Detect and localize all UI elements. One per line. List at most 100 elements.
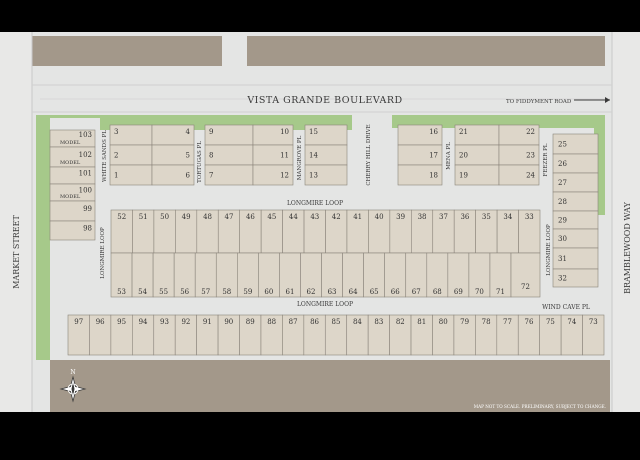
lot-61[interactable]: 61 bbox=[279, 252, 301, 298]
lot-41[interactable]: 41 bbox=[346, 209, 369, 254]
lot-18[interactable]: 18 bbox=[397, 164, 443, 186]
lot-66[interactable]: 66 bbox=[384, 252, 407, 298]
lot-79[interactable]: 79 bbox=[453, 314, 476, 356]
lot-90[interactable]: 90 bbox=[217, 314, 240, 356]
lot-77[interactable]: 77 bbox=[496, 314, 519, 356]
lot-76[interactable]: 76 bbox=[517, 314, 540, 356]
lot-67[interactable]: 67 bbox=[405, 252, 428, 298]
lot-59[interactable]: 59 bbox=[237, 252, 259, 298]
lot-93[interactable]: 93 bbox=[153, 314, 176, 356]
lot-72[interactable]: 72 bbox=[510, 252, 541, 298]
lot-27[interactable]: 27 bbox=[552, 172, 599, 193]
lot-73[interactable]: 73 bbox=[582, 314, 605, 356]
lot-12[interactable]: 12 bbox=[252, 164, 294, 186]
lot-43[interactable]: 43 bbox=[303, 209, 326, 254]
lot-49[interactable]: 49 bbox=[175, 209, 198, 254]
lot-56[interactable]: 56 bbox=[173, 252, 196, 298]
lot-74[interactable]: 74 bbox=[560, 314, 583, 356]
lot-10[interactable]: 10 bbox=[252, 124, 294, 146]
lot-40[interactable]: 40 bbox=[368, 209, 391, 254]
lot-86[interactable]: 86 bbox=[303, 314, 326, 356]
lot-58[interactable]: 58 bbox=[215, 252, 238, 298]
lot-39[interactable]: 39 bbox=[389, 209, 412, 254]
lot-30[interactable]: 30 bbox=[552, 228, 599, 249]
lot-48[interactable]: 48 bbox=[196, 209, 219, 254]
lot-34[interactable]: 34 bbox=[496, 209, 519, 254]
lot-84[interactable]: 84 bbox=[346, 314, 369, 356]
lot-78[interactable]: 78 bbox=[475, 314, 498, 356]
lot-21[interactable]: 21 bbox=[454, 124, 500, 146]
lot-94[interactable]: 94 bbox=[132, 314, 155, 356]
lot-14[interactable]: 14 bbox=[304, 144, 348, 166]
lot-28[interactable]: 28 bbox=[552, 191, 599, 212]
lot-9[interactable]: 9 bbox=[204, 124, 254, 146]
lot-1[interactable]: 1 bbox=[109, 164, 153, 186]
lot-19[interactable]: 19 bbox=[454, 164, 500, 186]
lot-57[interactable]: 57 bbox=[194, 252, 217, 298]
lot-95[interactable]: 95 bbox=[110, 314, 133, 356]
lot-71[interactable]: 71 bbox=[489, 252, 512, 298]
lot-23[interactable]: 23 bbox=[498, 144, 540, 166]
lot-83[interactable]: 83 bbox=[367, 314, 390, 356]
lot-50[interactable]: 50 bbox=[153, 209, 176, 254]
lot-70[interactable]: 70 bbox=[468, 252, 491, 298]
lot-47[interactable]: 47 bbox=[217, 209, 241, 254]
lot-29[interactable]: 29 bbox=[552, 210, 599, 230]
lot-89[interactable]: 89 bbox=[239, 314, 262, 356]
lot-52[interactable]: 52 bbox=[110, 209, 133, 254]
lot-91[interactable]: 91 bbox=[196, 314, 219, 356]
lot-81[interactable]: 81 bbox=[410, 314, 433, 356]
lot-32[interactable]: 32 bbox=[552, 268, 599, 288]
lot-60[interactable]: 60 bbox=[258, 252, 280, 298]
lot-35[interactable]: 35 bbox=[475, 209, 498, 254]
lot-5[interactable]: 5 bbox=[151, 144, 195, 166]
lot-20[interactable]: 20 bbox=[454, 144, 500, 166]
lot-54[interactable]: 54 bbox=[131, 252, 154, 298]
lot-51[interactable]: 51 bbox=[132, 209, 155, 254]
lot-82[interactable]: 82 bbox=[389, 314, 412, 356]
lot-68[interactable]: 68 bbox=[426, 252, 449, 298]
lot-92[interactable]: 92 bbox=[174, 314, 197, 356]
lot-55[interactable]: 55 bbox=[152, 252, 175, 298]
lot-80[interactable]: 80 bbox=[432, 314, 455, 356]
lot-2[interactable]: 2 bbox=[109, 144, 153, 166]
lot-69[interactable]: 69 bbox=[447, 252, 470, 298]
lot-97[interactable]: 97 bbox=[67, 314, 90, 356]
lot-31[interactable]: 31 bbox=[552, 247, 599, 270]
lot-44[interactable]: 44 bbox=[282, 209, 305, 254]
lot-4[interactable]: 4 bbox=[151, 124, 195, 146]
lot-101[interactable]: 101 bbox=[49, 166, 96, 185]
lot-88[interactable]: 88 bbox=[260, 314, 283, 356]
lot-8[interactable]: 8 bbox=[204, 144, 254, 166]
lot-24[interactable]: 24 bbox=[498, 164, 540, 186]
lot-37[interactable]: 37 bbox=[432, 209, 455, 254]
lot-15[interactable]: 15 bbox=[304, 124, 348, 146]
lot-16[interactable]: 16 bbox=[397, 124, 443, 146]
lot-6[interactable]: 6 bbox=[151, 164, 195, 186]
lot-45[interactable]: 45 bbox=[260, 209, 283, 254]
lot-75[interactable]: 75 bbox=[539, 314, 562, 356]
lot-53[interactable]: 53 bbox=[110, 252, 133, 298]
lot-98[interactable]: 98 bbox=[49, 220, 96, 241]
lot-96[interactable]: 96 bbox=[89, 314, 112, 356]
lot-99[interactable]: 99 bbox=[49, 200, 96, 222]
lot-11[interactable]: 11 bbox=[252, 144, 294, 166]
lot-26[interactable]: 26 bbox=[552, 153, 599, 174]
lot-87[interactable]: 87 bbox=[282, 314, 305, 356]
lot-25[interactable]: 25 bbox=[552, 133, 599, 155]
lot-64[interactable]: 64 bbox=[342, 252, 364, 298]
lot-33[interactable]: 33 bbox=[518, 209, 541, 254]
lot-17[interactable]: 17 bbox=[397, 144, 443, 166]
lot-38[interactable]: 38 bbox=[410, 209, 434, 254]
lot-22[interactable]: 22 bbox=[498, 124, 540, 146]
lot-7[interactable]: 7 bbox=[204, 164, 254, 186]
lot-13[interactable]: 13 bbox=[304, 164, 348, 186]
lot-46[interactable]: 46 bbox=[239, 209, 262, 254]
lot-3[interactable]: 3 bbox=[109, 124, 153, 146]
lot-42[interactable]: 42 bbox=[325, 209, 348, 254]
lot-36[interactable]: 36 bbox=[453, 209, 476, 254]
lot-63[interactable]: 63 bbox=[321, 252, 343, 298]
